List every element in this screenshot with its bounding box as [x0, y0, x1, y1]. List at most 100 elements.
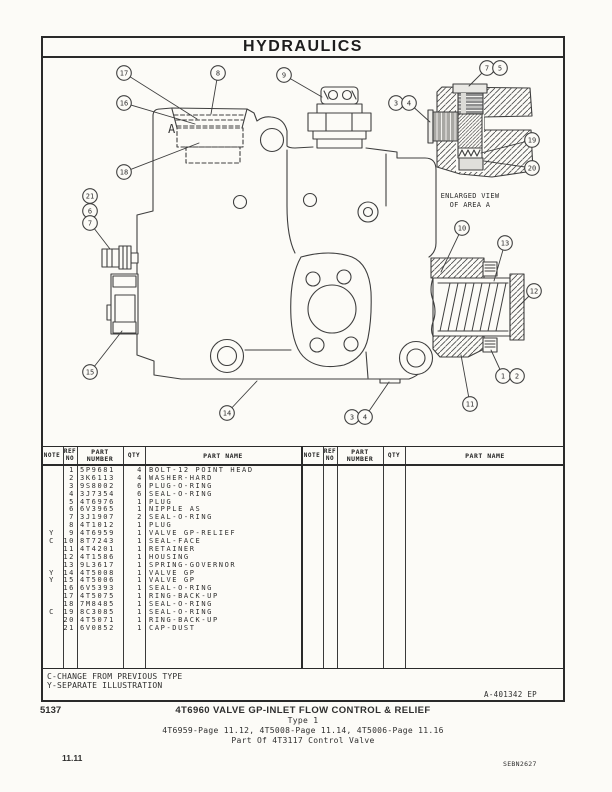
- cell-name: BOLT-12 POINT HEAD: [149, 466, 254, 474]
- cell-qty: 1: [137, 608, 143, 617]
- cell-ref: 11: [63, 544, 75, 553]
- plug-boss: [171, 108, 248, 129]
- cell-name: VALVE GP: [149, 576, 196, 585]
- cell-name: SEAL-O-RING: [149, 513, 213, 522]
- svg-text:7: 7: [88, 220, 92, 228]
- cell-note: [41, 617, 63, 625]
- svg-text:2: 2: [515, 373, 519, 381]
- cell-name: SEAL-FACE: [149, 537, 202, 546]
- cell-ref: 8: [69, 521, 75, 530]
- column-header-part-line1: PART: [91, 448, 109, 456]
- svg-text:4: 4: [407, 100, 411, 108]
- column-header-part-number-right: PART NUMBER: [337, 449, 383, 462]
- svg-text:3: 3: [350, 414, 354, 422]
- column-header-ref-line2: NO: [65, 454, 75, 462]
- cell-name: VALVE GP: [149, 568, 196, 577]
- cell-ref: 14: [63, 568, 75, 577]
- footer-page-number: 11.11: [62, 753, 83, 763]
- cell-ref: 6: [69, 505, 75, 514]
- cell-name: WASHER-HARD: [149, 473, 213, 482]
- dust-cap-block: [106, 273, 139, 335]
- cell-qty: 1: [137, 529, 143, 538]
- cell-name: VALVE GP-RELIEF: [149, 529, 237, 538]
- enlarged-view-section: [427, 83, 534, 178]
- svg-text:8: 8: [216, 70, 220, 78]
- cell-ref: 7: [69, 513, 75, 522]
- cell-note: C: [49, 608, 55, 617]
- svg-text:5: 5: [498, 65, 502, 73]
- callout-leader-20: [483, 160, 533, 169]
- cell-ref: 20: [63, 615, 75, 624]
- footer-type: Type 1: [287, 716, 319, 725]
- cell-part: 8T7243: [80, 537, 115, 546]
- cell-ref: 3: [69, 481, 75, 490]
- cell-name: RING-BACK-UP: [149, 615, 219, 624]
- cell-part: 4T5075: [80, 592, 115, 601]
- header-separator: [41, 464, 565, 466]
- callout-12: 12: [526, 283, 542, 299]
- svg-text:21: 21: [86, 193, 94, 201]
- table-divider: [77, 447, 78, 668]
- body-holes: [209, 127, 434, 376]
- cell-qty: 2: [137, 513, 143, 522]
- column-header-ref: REF NO: [63, 448, 77, 462]
- svg-text:3: 3: [394, 100, 398, 108]
- svg-text:20: 20: [528, 165, 536, 173]
- cell-part: 4T6976: [80, 497, 115, 506]
- table-divider: [405, 447, 406, 668]
- page-title: HYDRAULICS: [243, 38, 363, 55]
- callout-8: 8: [210, 65, 226, 81]
- cell-ref: 13: [63, 560, 75, 569]
- column-header-part-name-right: PART NAME: [465, 452, 505, 460]
- cartridge-bottom-bolt: [482, 337, 498, 353]
- callout-3: 3: [388, 95, 404, 111]
- cell-qty: 4: [137, 473, 143, 482]
- cell-qty: 1: [137, 600, 143, 609]
- cell-qty: 1: [137, 552, 143, 561]
- column-header-part-name: PART NAME: [203, 452, 243, 460]
- callout-leader-18: [123, 142, 200, 173]
- cell-qty: 1: [137, 592, 143, 601]
- cell-part: 6V5393: [80, 584, 115, 593]
- cell-qty: 1: [137, 615, 143, 624]
- parts-table: NOTE REF NO PART NUMBER QTY PART NAME NO…: [41, 446, 565, 668]
- cell-qty: 1: [137, 576, 143, 585]
- cell-qty: 4: [137, 466, 143, 474]
- svg-text:17: 17: [120, 70, 128, 78]
- note-separate-illustration: Y-SEPARATE ILLUSTRATION: [47, 681, 163, 690]
- cell-note: [41, 585, 63, 593]
- cell-part: 6V3965: [80, 505, 115, 514]
- cartridge-top-bolt: [482, 261, 498, 277]
- table-divider: [145, 447, 146, 668]
- footer-doc-code: SEBN2627: [503, 760, 537, 768]
- callout-leader-16: [123, 102, 196, 125]
- cell-qty: 1: [137, 537, 143, 546]
- flow-control-cartridge: [430, 257, 525, 358]
- callout-17: 17: [116, 65, 132, 81]
- cell-ref: 4: [69, 489, 75, 498]
- cell-part: 3J7354: [80, 489, 115, 498]
- svg-text:13: 13: [501, 240, 509, 248]
- svg-text:19: 19: [528, 137, 536, 145]
- cell-qty: 6: [137, 489, 143, 498]
- cell-name: SEAL-O-RING: [149, 608, 213, 617]
- left-nipple-fitting: [101, 245, 139, 270]
- cell-ref: 17: [63, 592, 75, 601]
- cell-part: 3J1907: [80, 513, 115, 522]
- cell-qty: 1: [137, 568, 143, 577]
- cell-note: [41, 467, 63, 475]
- cell-part: 4T5006: [80, 576, 115, 585]
- cell-name: RING-BACK-UP: [149, 592, 219, 601]
- cell-part: 8C3085: [80, 608, 115, 617]
